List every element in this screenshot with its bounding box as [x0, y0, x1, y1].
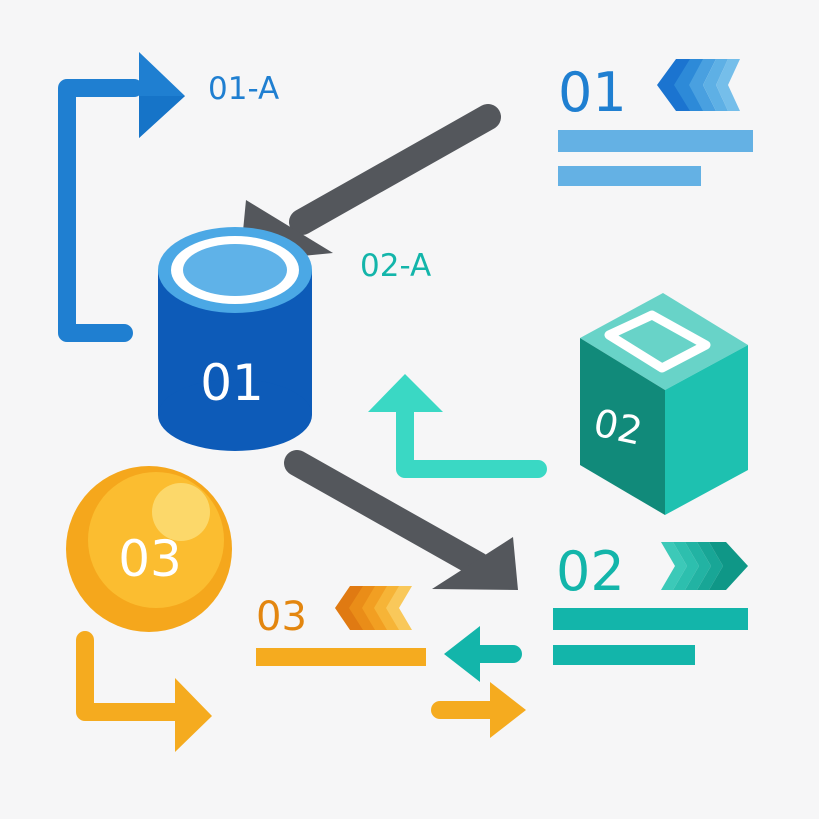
panel-02-bar-short	[553, 645, 695, 665]
double-chevron-left-icon	[335, 586, 412, 630]
small-arrow-teal-left	[444, 626, 522, 682]
info-panel-02: 02	[553, 540, 748, 665]
double-chevron-right-icon	[661, 542, 748, 590]
elbow-arrow-teal-up	[368, 374, 547, 478]
cube-label: 02	[590, 401, 646, 454]
elbow-arrow-orange-right	[76, 631, 212, 752]
cube-02: 02	[580, 293, 748, 515]
cylinder-01: 01	[158, 227, 312, 451]
bracket-arrow-blue	[58, 52, 185, 342]
arrow-gray-to-panel-02	[284, 450, 518, 590]
panel-03-bar	[256, 648, 426, 666]
sphere-label: 03	[118, 530, 182, 588]
label-02-a: 02-A	[360, 248, 431, 284]
sphere-03: 03	[66, 466, 232, 632]
info-panel-01: 01	[558, 59, 753, 186]
label-01-a: 01-A	[208, 71, 279, 107]
panel-01-bar-short	[558, 166, 701, 186]
panel-03-number: 03	[256, 594, 307, 640]
panel-01-bar-long	[558, 130, 753, 152]
double-chevron-left-icon	[657, 59, 740, 111]
panel-01-number: 01	[558, 61, 627, 124]
cylinder-label: 01	[200, 354, 264, 412]
panel-02-number: 02	[556, 540, 625, 603]
panel-02-bar-long	[553, 608, 748, 630]
small-arrow-orange-right	[431, 682, 526, 738]
info-panel-03: 03	[256, 586, 426, 666]
